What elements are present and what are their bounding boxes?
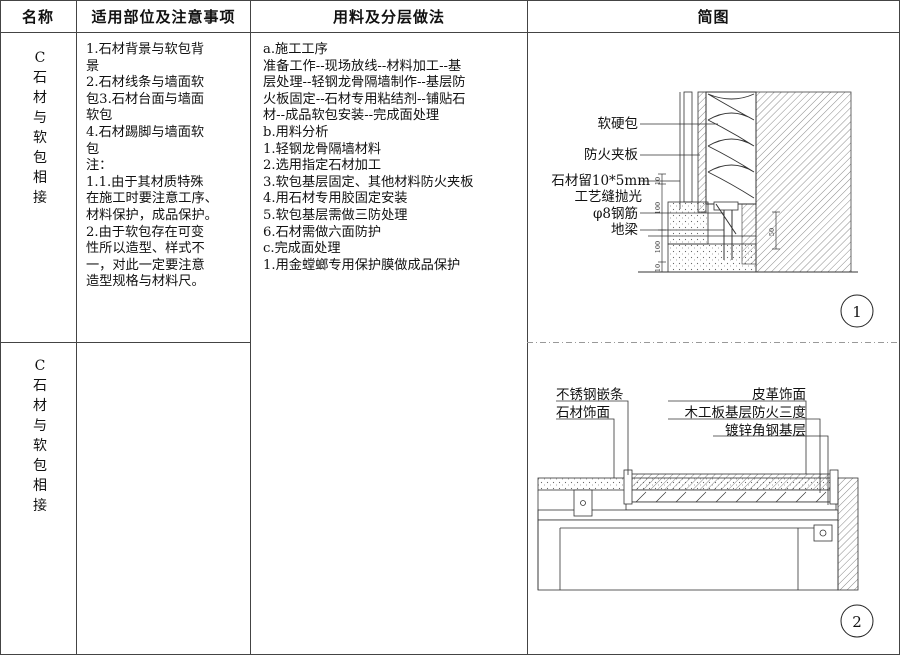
leader-lines bbox=[640, 123, 724, 231]
method-line: c.完成面处理 bbox=[263, 241, 341, 257]
name-char: C bbox=[34, 358, 46, 374]
soft-panel-layer bbox=[705, 91, 757, 205]
method-line: 火板固定--石材专用粘结剂--铺贴石 bbox=[263, 91, 466, 107]
label-leather: 皮革饰面 bbox=[752, 387, 806, 403]
detail-number: 2 bbox=[852, 613, 862, 631]
label-steel-rod: φ8钢筋 bbox=[593, 205, 638, 222]
dim-label: 50 bbox=[768, 228, 776, 236]
scope-line: 1.石材背景与软包背 bbox=[86, 42, 205, 57]
stone-facing bbox=[683, 91, 693, 203]
method-steps: a.施工工序 准备工作--现场放线--材料加工--基 层处理--轻钢龙骨隔墙制作… bbox=[263, 42, 525, 274]
insulation-loops bbox=[707, 93, 755, 199]
scope-line: 景 bbox=[86, 58, 100, 74]
name-char: C bbox=[34, 50, 46, 66]
label-stone-face: 石材饰面 bbox=[556, 405, 610, 421]
label-fire-board: 防火夹板 bbox=[584, 147, 638, 163]
label-soft-panel: 软硬包 bbox=[598, 116, 639, 132]
scope-line: 1.1.由于其材质特殊 bbox=[86, 174, 204, 190]
name-char: 软 bbox=[33, 130, 47, 146]
structural-wall bbox=[755, 91, 852, 273]
name-char: 软 bbox=[33, 438, 47, 454]
header-method: 用料及分层做法 bbox=[332, 7, 445, 26]
label-ground-beam: 地梁 bbox=[611, 222, 639, 238]
dim-label: 100 bbox=[654, 241, 662, 253]
detail-number-badge bbox=[840, 294, 874, 328]
method-line: 材--成品软包安装--完成面处理 bbox=[263, 108, 440, 124]
method-line: 4.用石材专用胶固定安装 bbox=[263, 191, 408, 207]
method-line: 准备工作--现场放线--材料加工--基 bbox=[263, 58, 462, 74]
row2-name: C 石 材 与 软 包 相 接 bbox=[24, 356, 56, 516]
name-char: 包 bbox=[33, 458, 47, 474]
name-char: 相 bbox=[33, 170, 47, 186]
fire-board bbox=[697, 91, 707, 213]
method-line: 1.用金螳螂专用保护膜做成品保护 bbox=[263, 257, 461, 273]
name-char: 材 bbox=[33, 398, 47, 414]
steel-frame bbox=[625, 501, 837, 511]
scope-line: 性所以造型、样式不 bbox=[86, 241, 205, 257]
section-detail-diagram-1: 10 100 100 10 50 软硬包 防火夹板 石材留10*5mm 工艺缝抛… bbox=[551, 91, 874, 328]
scope-line: 在施工时要注意工序、 bbox=[86, 191, 218, 207]
method-line: 1.轻钢龙骨隔墙材料 bbox=[263, 141, 382, 157]
ground-beam bbox=[667, 243, 757, 273]
section-detail-diagram-2: 不锈钢嵌条 石材饰面 皮革饰面 木工板基层防火三度 镀锌角钢基层 2 bbox=[537, 386, 874, 638]
side-wall bbox=[837, 477, 859, 591]
header-name: 名称 bbox=[21, 7, 54, 26]
method-line: b.用料分析 bbox=[263, 124, 329, 140]
name-char: 接 bbox=[33, 498, 47, 514]
label-steel-base: 镀锌角钢基层 bbox=[725, 422, 806, 439]
name-char: 包 bbox=[33, 150, 47, 166]
method-line: 2.选用指定石材加工 bbox=[263, 158, 382, 174]
method-line: 层处理--轻钢龙骨隔墙制作--基层防 bbox=[263, 75, 466, 91]
scope-line: 包3.石材台面与墙面 bbox=[86, 91, 205, 107]
detail-number-badge bbox=[840, 604, 874, 638]
header-diagram: 简图 bbox=[697, 7, 730, 26]
scope-line: 一，对此一定要注意 bbox=[86, 257, 205, 273]
method-line: 5.软包基层需做三防处理 bbox=[263, 207, 408, 223]
label-stone-joint: 石材留10*5mm bbox=[551, 173, 650, 189]
name-char: 与 bbox=[33, 110, 47, 126]
label-steel-strip: 不锈钢嵌条 bbox=[556, 386, 624, 403]
scope-line: 造型规格与材料尺。 bbox=[86, 274, 205, 290]
name-char: 与 bbox=[33, 418, 47, 434]
name-char: 接 bbox=[33, 190, 47, 206]
leather-band bbox=[627, 473, 834, 491]
method-line: 3.软包基层固定、其他材料防火夹板 bbox=[263, 174, 474, 190]
stone-skirting bbox=[667, 201, 709, 245]
scope-line: 包 bbox=[86, 141, 100, 157]
label-polish: 工艺缝抛光 bbox=[575, 189, 643, 205]
label-plywood: 木工板基层防火三度 bbox=[685, 404, 807, 421]
scope-line: 4.石材踢脚与墙面软 bbox=[86, 124, 205, 140]
name-char: 材 bbox=[33, 90, 47, 106]
detail-number: 1 bbox=[852, 303, 862, 321]
scope-line: 2.由于软包存在可变 bbox=[86, 224, 205, 240]
scope-line: 2.石材线条与墙面软 bbox=[86, 75, 205, 91]
scope-line: 材料保护，成品保护。 bbox=[86, 207, 218, 223]
method-line: a.施工工序 bbox=[263, 42, 328, 57]
steel-rod bbox=[713, 201, 739, 211]
method-line: 6.石材需做六面防护 bbox=[263, 224, 382, 240]
name-char: 相 bbox=[33, 478, 47, 494]
scope-line: 注： bbox=[86, 158, 113, 174]
scope-notes: 1.石材背景与软包背 景 2.石材线条与墙面软 包3.石材台面与墙面 软包 4.… bbox=[86, 42, 248, 291]
dim-label: 10 bbox=[654, 264, 662, 272]
name-char: 石 bbox=[33, 378, 47, 394]
header-scope: 适用部位及注意事项 bbox=[91, 7, 236, 26]
leader-lines bbox=[556, 400, 829, 505]
name-char: 石 bbox=[33, 70, 47, 86]
dim-label: 100 bbox=[654, 202, 662, 214]
scope-line: 软包 bbox=[86, 108, 113, 124]
row1-name: C 石 材 与 软 包 相 接 bbox=[24, 48, 56, 208]
